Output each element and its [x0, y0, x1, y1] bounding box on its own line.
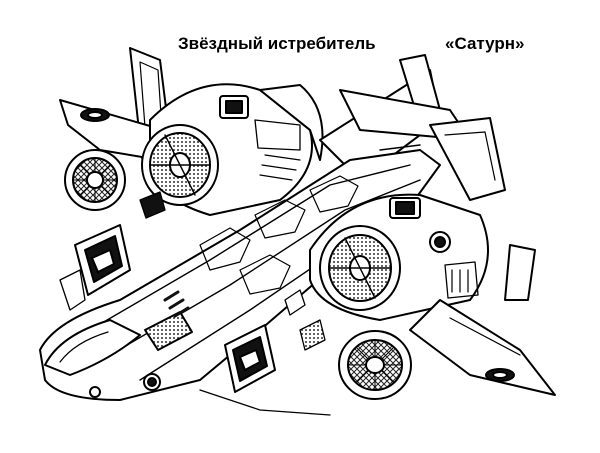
- title-ship-name: «Сатурн»: [445, 34, 525, 53]
- dorsal-spine: [319, 54, 506, 201]
- intake-left-upper: [74, 224, 131, 296]
- engine-upper: [141, 83, 324, 216]
- engine-lower: [309, 193, 489, 321]
- fan-lower: [338, 330, 412, 400]
- page-title: Звёздный истребитель «Сатурн»: [0, 30, 600, 54]
- fan-upper-left: [64, 149, 126, 211]
- wing-lower-right: [409, 244, 556, 396]
- title-ship-class: Звёздный истребитель: [178, 34, 376, 53]
- hull-details: [59, 191, 331, 416]
- intake-left-lower: [224, 324, 276, 393]
